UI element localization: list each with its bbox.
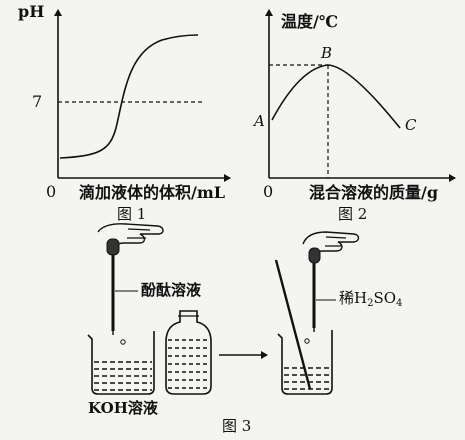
fig3-caption: 图 3 xyxy=(222,417,252,435)
fig3-right-beaker xyxy=(277,330,333,395)
fig3-glass-rod xyxy=(274,259,312,390)
fig2-temperature-curve xyxy=(271,64,401,129)
fig1-caption: 图 1 xyxy=(117,205,147,223)
fig1-x-axis-label: 滴加液体的体积/mL xyxy=(79,183,226,202)
fig3-left-dropper xyxy=(97,223,164,335)
fig2-point-a-label: A xyxy=(254,112,265,130)
fig1-titration-curve xyxy=(59,34,199,159)
fig2-origin-label: 0 xyxy=(263,182,274,201)
fig1-ph7-tick: 7 xyxy=(32,92,43,111)
fig3-left-beaker-outline xyxy=(87,331,155,395)
fig3-acid-label: 稀H2SO4 xyxy=(339,289,403,309)
fig3-base-label: KOH溶液 xyxy=(88,399,158,417)
fig3-indicator-label: 酚酞溶液 xyxy=(141,281,202,299)
fig2-x-axis-label: 混合溶液的质量/g xyxy=(309,183,439,202)
fig2-graph xyxy=(265,9,456,182)
fig3-right-beaker-outline xyxy=(277,330,333,395)
fig2-point-c-label: C xyxy=(405,116,417,134)
fig1-graph xyxy=(54,9,231,182)
fig2-point-b-label: B xyxy=(321,44,333,62)
fig3-left-dropper-bulb xyxy=(106,238,120,256)
fig3-right-dropper xyxy=(302,231,360,332)
fig2-caption: 图 2 xyxy=(338,205,368,223)
fig3-right-dropper-bulb xyxy=(308,247,321,264)
fig1-y-axis-label: pH xyxy=(18,2,45,21)
fig3-reagent-bottle xyxy=(165,310,212,395)
fig2-y-axis-label: 温度/℃ xyxy=(281,12,339,31)
fig3-bottle-outline xyxy=(165,310,212,395)
fig3-left-beaker xyxy=(87,331,155,395)
fig1-origin-label: 0 xyxy=(46,182,57,201)
